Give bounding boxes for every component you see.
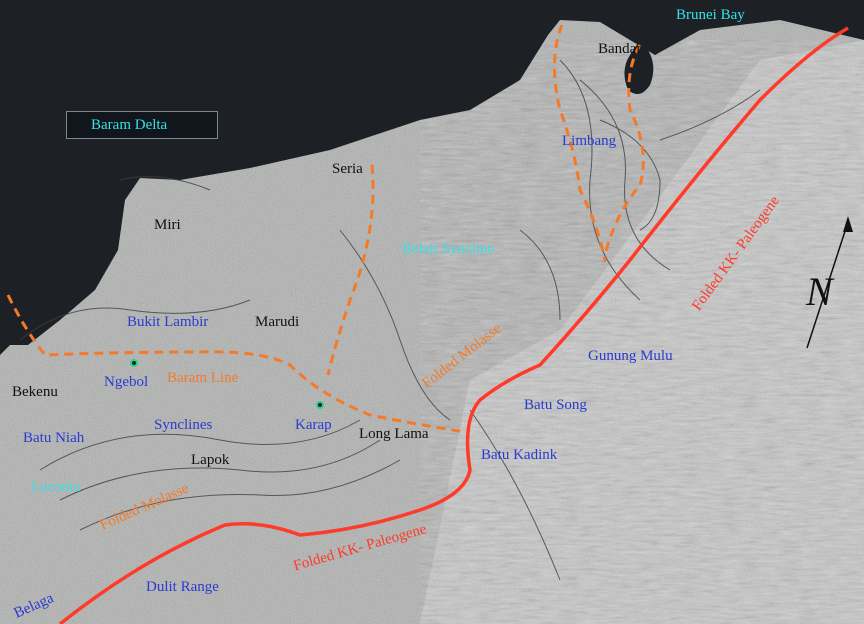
label-bandar: Bandar <box>598 41 642 57</box>
main-fault-line <box>58 26 849 624</box>
label-long-lama: Long Lama <box>359 426 429 442</box>
label-synclines: Synclines <box>154 417 213 433</box>
label-marudi: Marudi <box>255 314 300 330</box>
brunei-bay-water <box>624 40 654 94</box>
label-karap: Karap <box>295 417 332 433</box>
label-lapok: Lapok <box>191 452 230 468</box>
label-batu-kadink: Batu Kadink <box>481 447 558 463</box>
label-brunei-bay: Brunei Bay <box>676 7 745 23</box>
label-gunung-mulu: Gunung Mulu <box>588 348 673 364</box>
label-ngebol: Ngebol <box>104 374 149 390</box>
label-limbang: Limbang <box>562 133 617 149</box>
highlands-texture <box>420 40 864 624</box>
baram-delta-box: Baram Delta <box>66 111 218 139</box>
label-luconia: Luconia <box>31 479 81 495</box>
label-bekenu: Bekenu <box>12 384 58 400</box>
label-dulit-range: Dulit Range <box>146 579 219 595</box>
label-batu-niah: Batu Niah <box>23 430 85 446</box>
sea-area <box>0 0 864 355</box>
north-arrow <box>806 216 853 349</box>
label-belait-syncline: Belait Syncline <box>402 241 495 257</box>
fold-traces <box>19 59 761 581</box>
label-baram-delta: Baram Delta <box>91 117 168 133</box>
label-miri: Miri <box>154 217 181 233</box>
baram-line <box>6 24 645 434</box>
karap-marker <box>316 401 324 409</box>
label-batu-song: Batu Song <box>524 397 587 413</box>
ngebol-marker <box>130 359 138 367</box>
label-baram-line: Baram Line <box>167 370 239 386</box>
label-bukit-lambir: Bukit Lambir <box>127 314 209 330</box>
label-seria: Seria <box>332 161 363 177</box>
north-arrow-label: N <box>806 269 833 314</box>
